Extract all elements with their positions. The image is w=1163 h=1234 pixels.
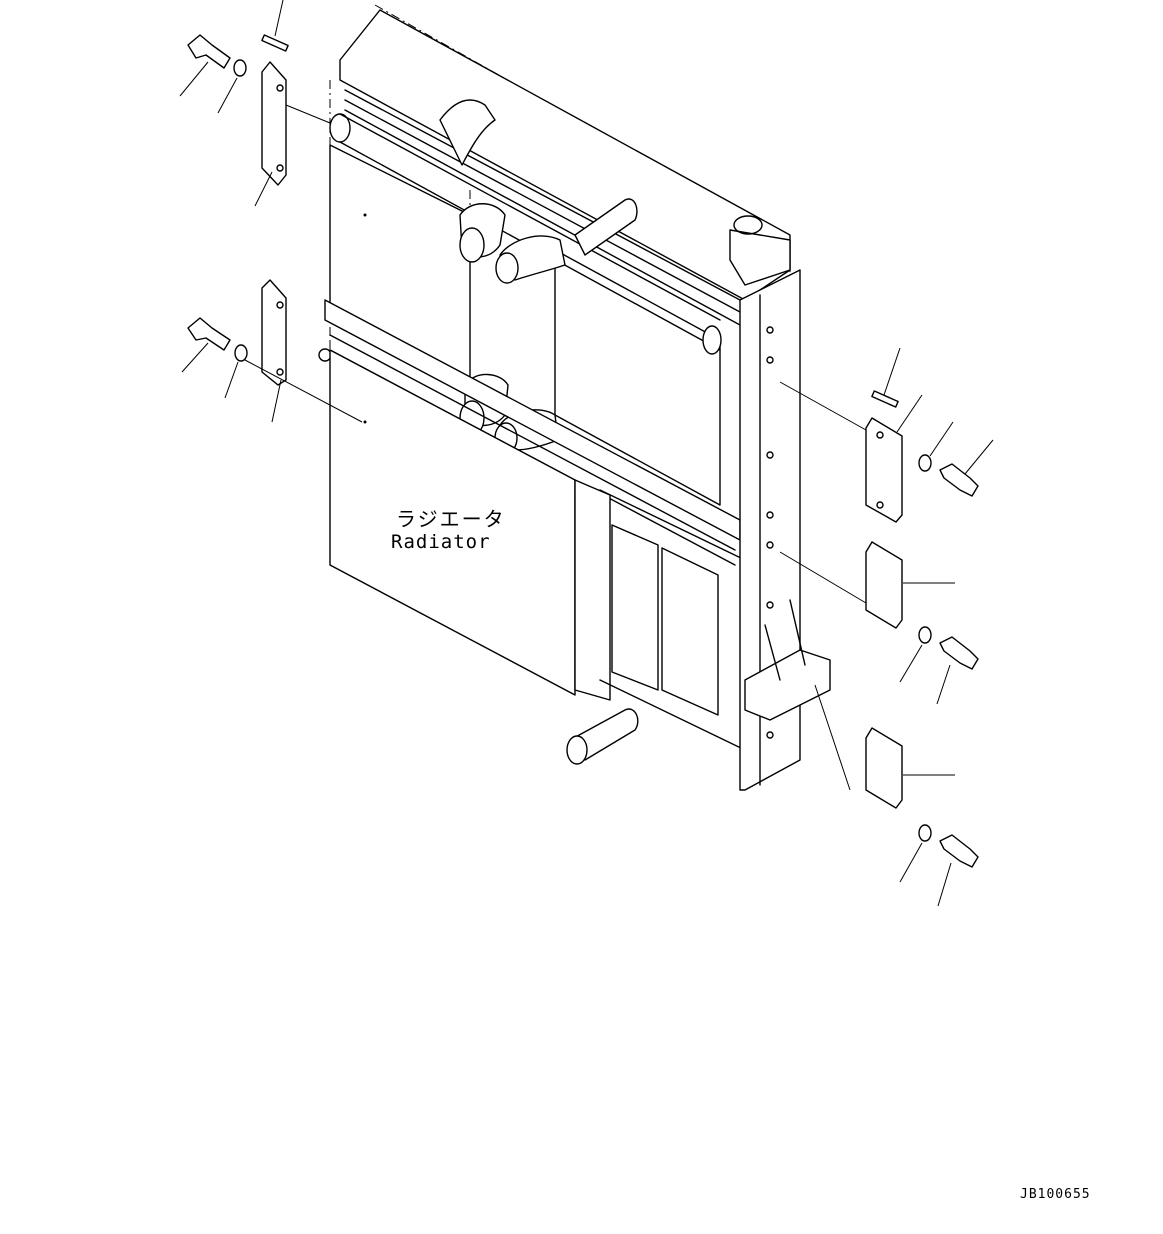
radiator-label-jp: ラジエータ [396, 507, 506, 531]
top-header-tank [339, 9, 791, 326]
radiator-core [329, 349, 576, 696]
intercooler-pipes [439, 99, 639, 765]
drawing-code: JB100655 [1020, 1187, 1091, 1202]
right-middle-bracket-group [779, 541, 979, 705]
left-upper-bracket-group [179, 0, 331, 207]
oil-cooler [574, 479, 746, 751]
radiator-label-en: Radiator [391, 531, 491, 553]
right-upper-bracket-group [779, 347, 994, 523]
left-lower-bracket-group [181, 279, 363, 423]
right-side-frame [739, 269, 831, 791]
right-lower-bracket-group [814, 684, 979, 907]
